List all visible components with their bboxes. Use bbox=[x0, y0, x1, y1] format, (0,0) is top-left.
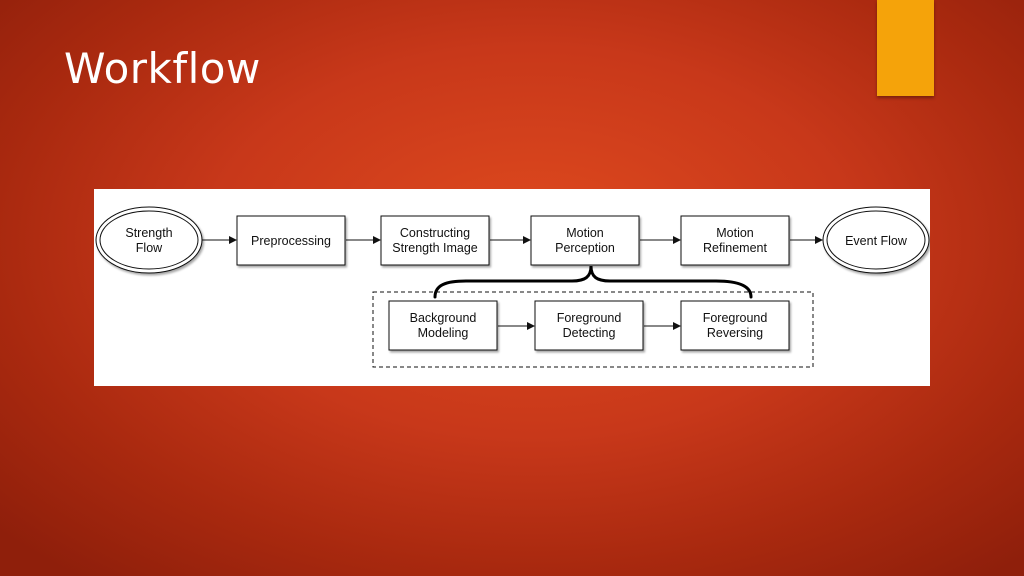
node-motion-refinement-line2: Refinement bbox=[703, 241, 767, 255]
node-strength-flow-line2: Flow bbox=[136, 241, 163, 255]
node-foreground-detecting-line2: Detecting bbox=[563, 326, 616, 340]
node-foreground-reversing-line1: Foreground bbox=[703, 311, 768, 325]
node-background-modeling-line1: Background bbox=[410, 311, 477, 325]
node-foreground-reversing: Foreground Reversing bbox=[680, 300, 790, 351]
node-foreground-detecting-line1: Foreground bbox=[557, 311, 622, 325]
node-motion-perception-line1: Motion bbox=[566, 226, 604, 240]
slide-title: Workflow bbox=[64, 44, 261, 93]
node-background-modeling: Background Modeling bbox=[388, 300, 498, 351]
node-constructing-line2: Strength Image bbox=[392, 241, 478, 255]
node-foreground-reversing-line2: Reversing bbox=[707, 326, 763, 340]
node-foreground-detecting: Foreground Detecting bbox=[534, 300, 644, 351]
node-motion-perception-line2: Perception bbox=[555, 241, 615, 255]
subprocess-container bbox=[372, 291, 814, 368]
node-event-flow-line1: Event Flow bbox=[845, 234, 908, 248]
node-motion-refinement: Motion Refinement bbox=[680, 215, 790, 266]
node-strength-flow-line1: Strength bbox=[125, 226, 172, 240]
workflow-svg: Strength Flow Preprocessing Constructing… bbox=[95, 206, 930, 368]
accent-tab bbox=[877, 0, 934, 96]
node-preprocessing-line1: Preprocessing bbox=[251, 234, 331, 248]
node-background-modeling-line2: Modeling bbox=[418, 326, 469, 340]
node-motion-refinement-line1: Motion bbox=[716, 226, 754, 240]
workflow-diagram: Strength Flow Preprocessing Constructing… bbox=[94, 189, 930, 386]
node-event-flow: Event Flow bbox=[822, 206, 930, 274]
expansion-brace bbox=[433, 265, 753, 299]
node-preprocessing: Preprocessing bbox=[236, 215, 346, 266]
node-strength-flow: Strength Flow bbox=[95, 206, 203, 274]
node-constructing-line1: Constructing bbox=[400, 226, 470, 240]
node-constructing-strength-image: Constructing Strength Image bbox=[380, 215, 490, 266]
node-motion-perception: Motion Perception bbox=[530, 215, 640, 266]
